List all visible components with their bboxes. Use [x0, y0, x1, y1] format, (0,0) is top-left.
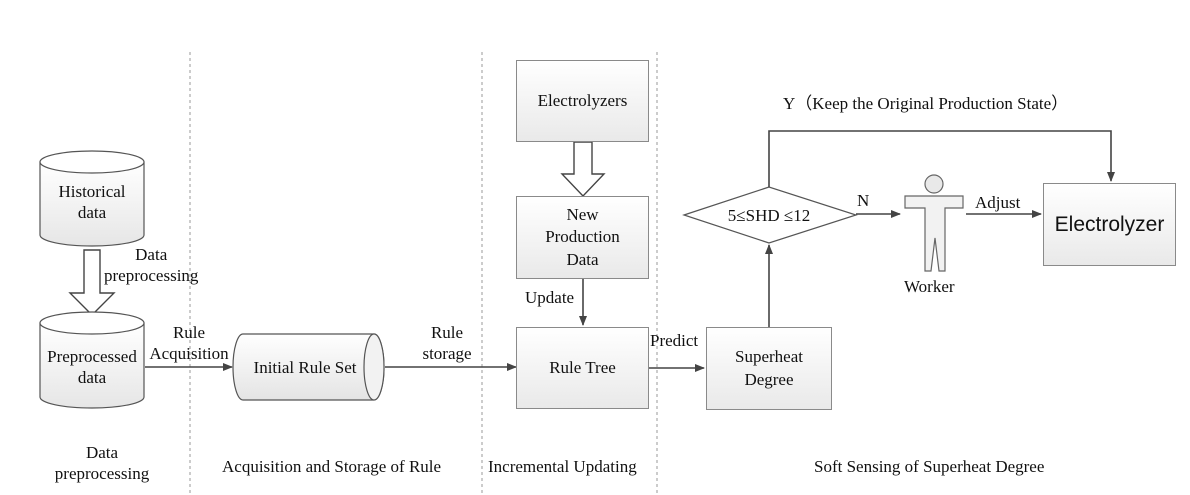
rule-acquisition-label: Rule Acquisition — [143, 322, 235, 365]
preprocessed-line1: Preprocessed — [47, 347, 137, 366]
adjust-label: Adjust — [975, 193, 1021, 212]
electrolyzer-box: Electrolyzer — [1043, 183, 1176, 266]
worker-label: Worker — [904, 277, 955, 296]
section-data-preprocessing: Data preprocessing — [42, 442, 162, 485]
preprocessing-arrow-label: Data preprocessing — [104, 244, 198, 287]
superheat-degree-box: Superheat Degree — [706, 327, 832, 410]
preprocessed-data-cylinder — [39, 311, 145, 409]
arrow-yes-loop — [768, 130, 1115, 187]
condition-label: 5≤SHD ≤12 — [727, 206, 811, 225]
historical-line2: data — [77, 203, 107, 223]
electrolyzers-box: Electrolyzers — [516, 60, 649, 142]
preprocessed-line2: data — [77, 368, 107, 388]
electrolyzers-hollow-arrow — [560, 141, 606, 198]
new-production-data-box: New Production Data — [516, 196, 649, 279]
initial-rule-set-cylinder — [232, 333, 385, 401]
section-acquisition-storage: Acquisition and Storage of Rule — [222, 457, 442, 476]
new-data-line1: New — [566, 205, 599, 225]
superheat-line2: Degree — [744, 369, 794, 389]
rule-storage-line2: storage — [422, 344, 472, 364]
rule-storage-label: Rule storage — [412, 322, 482, 365]
historical-line1: Historical — [58, 182, 126, 201]
person-icon — [904, 174, 964, 272]
predict-label: Predict — [650, 331, 699, 350]
historical-data-label: Historical data — [40, 181, 144, 224]
update-label: Update — [525, 288, 575, 307]
section-preprocessing-line1: Data — [85, 443, 119, 462]
superheat-line1: Superheat — [735, 347, 803, 367]
rule-storage-line1: Rule — [430, 323, 464, 342]
rule-tree-box: Rule Tree — [516, 327, 649, 409]
initial-rule-set-label: Initial Rule Set — [253, 358, 357, 377]
rule-acq-line2: Acquisition — [149, 344, 229, 364]
section-soft-sensing: Soft Sensing of Superheat Degree — [814, 457, 1045, 476]
preprocessing-label-line1: Data — [135, 245, 168, 264]
no-label: N — [857, 191, 870, 210]
condition-diamond — [682, 186, 858, 244]
preprocessing-label-line2: preprocessing — [104, 266, 199, 286]
preprocess-hollow-arrow — [68, 249, 116, 316]
preprocessed-data-label: Preprocessed data — [40, 346, 144, 389]
section-incremental-updating: Incremental Updating — [488, 457, 637, 476]
historical-data-cylinder — [39, 150, 145, 247]
new-data-line3: Data — [566, 249, 599, 269]
new-data-line2: Production — [545, 227, 620, 247]
section-preprocessing-line2: preprocessing — [54, 464, 150, 484]
yes-label: Y（Keep the Original Production State） — [783, 94, 1069, 113]
rule-acq-line1: Rule — [172, 323, 206, 342]
